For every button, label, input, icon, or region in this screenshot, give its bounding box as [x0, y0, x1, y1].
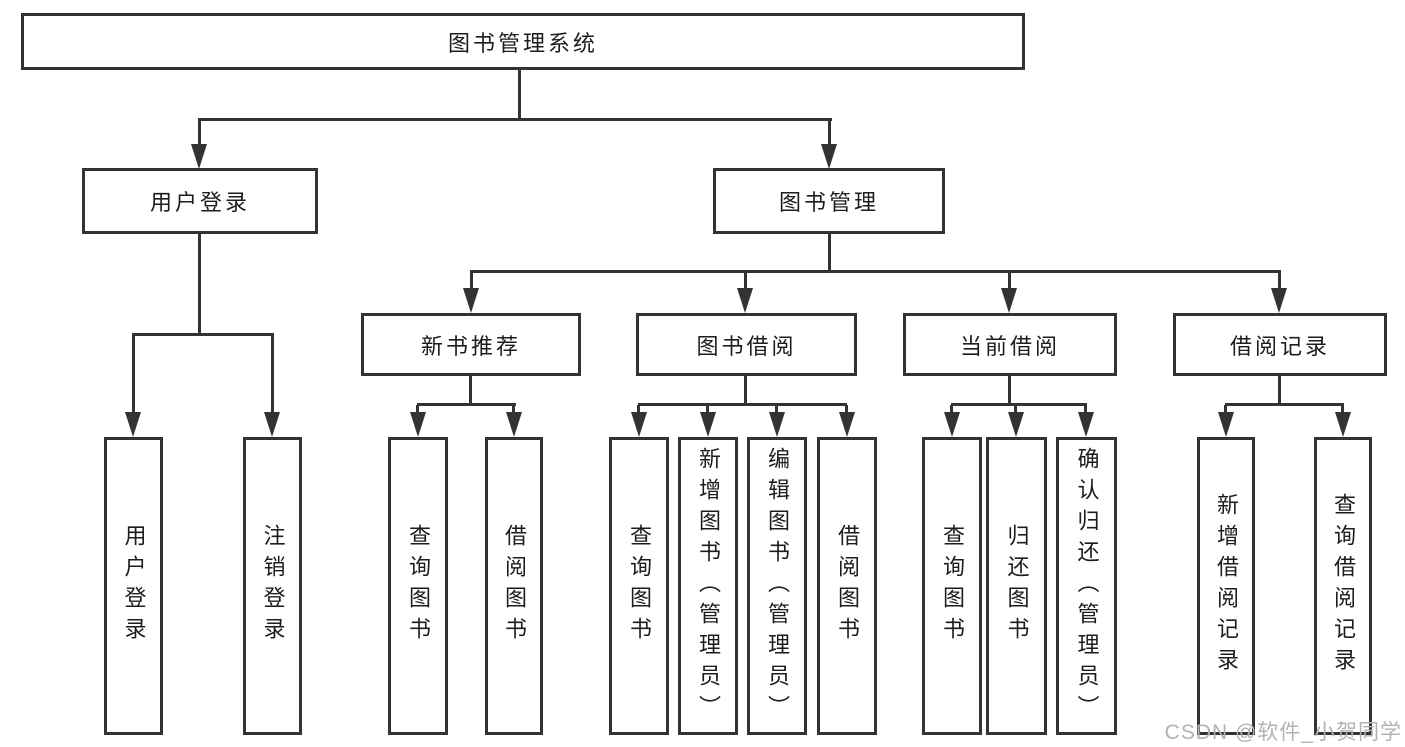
leaf-edit-book-admin: 编辑图书（管理员）: [747, 437, 807, 735]
arrowhead-new-book: [463, 288, 479, 313]
connector-drop: [416, 405, 419, 415]
leaf-add-book-admin: 新增图书（管理员）: [678, 437, 738, 735]
node-label: 图书借阅: [696, 333, 797, 359]
leaf-label: 新增借阅记录: [1214, 493, 1239, 679]
arrowhead-current-borrow: [1001, 288, 1017, 313]
arrowhead-leaf: [1078, 412, 1094, 437]
connector-book-management-stem: [828, 233, 831, 272]
connector-borrow-records-stem: [1278, 375, 1281, 405]
connector-drop: [845, 405, 848, 415]
connector-current-borrow-stem: [1008, 375, 1011, 405]
connector-level2-bus: [198, 118, 832, 121]
connector-drop: [637, 405, 640, 415]
connector-new-book-bus: [417, 403, 516, 406]
leaf-label: 借阅图书: [835, 524, 860, 648]
connector-book-borrow-bus: [638, 403, 847, 406]
connector-drop: [1014, 405, 1017, 415]
connector-new-book-stem: [469, 375, 472, 405]
arrowhead-borrow-records: [1271, 288, 1287, 313]
arrowhead-leaf: [631, 412, 647, 437]
csdn-watermark: CSDN @软件_小贺同学: [1164, 721, 1402, 744]
arrowhead-leaf: [1008, 412, 1024, 437]
node-label: 新书推荐: [420, 333, 521, 359]
leaf-query-books-recommend: 查询图书: [388, 437, 448, 735]
node-borrow-records: 借阅记录: [1173, 313, 1387, 376]
node-label: 当前借阅: [959, 333, 1060, 359]
connector-drop-book-management: [828, 120, 831, 145]
connector-borrow-records-bus: [1225, 403, 1344, 406]
leaf-label: 查询图书: [627, 524, 652, 648]
connector-drop-user-login: [198, 120, 201, 145]
leaf-confirm-return-admin: 确认归还（管理员）: [1056, 437, 1117, 735]
connector-drop: [706, 405, 709, 415]
leaf-return-book: 归还图书: [986, 437, 1047, 735]
leaf-label: 归还图书: [1004, 524, 1030, 648]
leaf-borrow-book: 借阅图书: [817, 437, 877, 735]
leaf-label: 借阅图书: [502, 524, 527, 648]
arrowhead-leaf: [700, 412, 716, 437]
node-new-book-recommend: 新书推荐: [361, 313, 581, 376]
arrowhead-leaf: [1335, 412, 1351, 437]
arrowhead-book-management: [821, 144, 837, 169]
node-book-management: 图书管理: [713, 168, 945, 234]
connector-level3-bus: [470, 270, 1281, 273]
leaf-query-books-current: 查询图书: [922, 437, 982, 735]
leaf-label: 查询图书: [940, 524, 965, 648]
leaf-query-borrow-record: 查询借阅记录: [1314, 437, 1372, 735]
connector-root-stem: [518, 68, 521, 120]
connector-drop: [950, 405, 953, 415]
connector-drop: [1084, 405, 1087, 415]
node-label: 借阅记录: [1229, 333, 1330, 359]
leaf-label: 确认归还（管理员）: [1074, 446, 1100, 726]
arrowhead-leaf: [410, 412, 426, 437]
leaf-borrow-book-recommend: 借阅图书: [485, 437, 543, 735]
arrowhead-leaf-logout: [264, 412, 280, 437]
arrowhead-leaf-login: [125, 412, 141, 437]
connector-user-login-bus: [132, 333, 274, 336]
leaf-query-books-borrow: 查询图书: [609, 437, 669, 735]
connector-drop-new-book: [470, 272, 473, 290]
node-label: 图书管理系统: [447, 30, 598, 56]
arrowhead-leaf: [506, 412, 522, 437]
connector-book-borrow-stem: [744, 375, 747, 405]
connector-drop: [512, 405, 515, 415]
leaf-add-borrow-record: 新增借阅记录: [1197, 437, 1255, 735]
arrowhead-leaf: [839, 412, 855, 437]
leaf-label: 新增图书（管理员）: [696, 446, 721, 726]
leaf-label: 注销登录: [260, 524, 286, 648]
leaf-label: 用户登录: [121, 524, 147, 648]
leaf-label: 查询图书: [406, 524, 431, 648]
node-label: 用户登录: [149, 190, 250, 215]
connector-drop-borrow-records: [1278, 272, 1281, 290]
node-current-borrow: 当前借阅: [903, 313, 1117, 376]
connector-drop: [1224, 405, 1227, 415]
connector-current-borrow-bus: [951, 403, 1087, 406]
leaf-user-login: 用户登录: [104, 437, 163, 735]
connector-drop: [775, 405, 778, 415]
arrowhead-leaf: [944, 412, 960, 437]
connector-user-login-stem: [198, 233, 201, 335]
leaf-label: 编辑图书（管理员）: [765, 446, 790, 726]
arrowhead-leaf: [1218, 412, 1234, 437]
leaf-logout: 注销登录: [243, 437, 302, 735]
node-book-borrow: 图书借阅: [636, 313, 857, 376]
node-label: 图书管理: [778, 190, 879, 215]
connector-drop-leaf-login: [132, 335, 135, 413]
connector-drop: [1341, 405, 1344, 415]
arrowhead-book-borrow: [737, 288, 753, 313]
node-library-management-system: 图书管理系统: [21, 13, 1025, 70]
connector-drop-current-borrow: [1008, 272, 1011, 290]
arrowhead-user-login: [191, 144, 207, 169]
connector-drop-book-borrow: [744, 272, 747, 290]
leaf-label: 查询借阅记录: [1331, 493, 1356, 679]
node-user-login: 用户登录: [82, 168, 318, 234]
connector-drop-leaf-logout: [271, 335, 274, 413]
arrowhead-leaf: [769, 412, 785, 437]
